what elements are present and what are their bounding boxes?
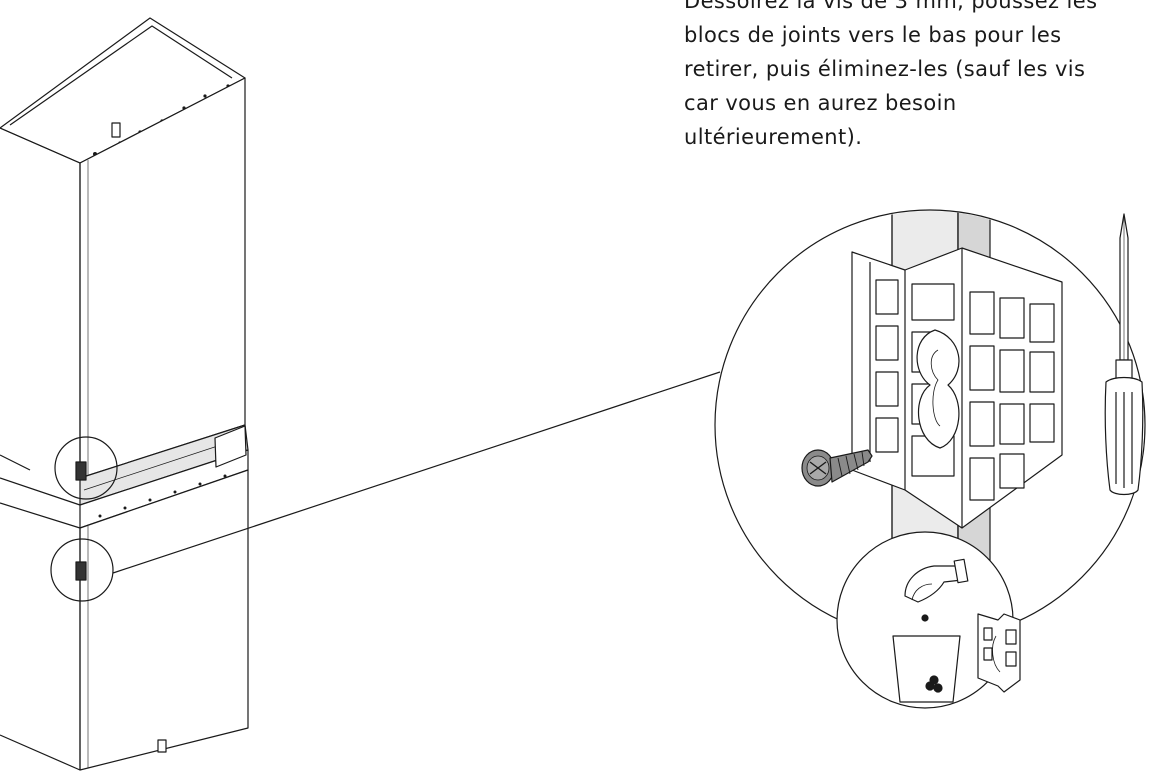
instruction-text: Dessoirez la vis de 3 mm, poussez les bl… xyxy=(684,0,1154,184)
callout-circle-lower xyxy=(50,538,114,602)
screwdriver-icon xyxy=(1104,213,1144,496)
appliance-icon xyxy=(0,17,249,771)
instruction-line: blocs de joints vers le bas pour les xyxy=(684,23,1062,47)
trash-bin-icon xyxy=(892,635,961,703)
instruction-line: retirer, puis éliminez-les (sauf les vis xyxy=(684,57,1086,81)
instruction-line: ultérieurement). xyxy=(684,125,863,149)
leader-line xyxy=(112,371,721,574)
joint-block-icon xyxy=(851,247,1063,529)
disposal-detail xyxy=(836,531,1021,709)
screw-icon xyxy=(801,449,873,487)
instruction-line: Dessoirez la vis de 3 mm, poussez les xyxy=(684,0,1098,13)
small-joint-block-icon xyxy=(977,613,1021,693)
hand-icon xyxy=(904,558,969,603)
callout-circle-upper xyxy=(54,436,118,500)
instruction-line: car vous en aurez besoin xyxy=(684,91,957,115)
